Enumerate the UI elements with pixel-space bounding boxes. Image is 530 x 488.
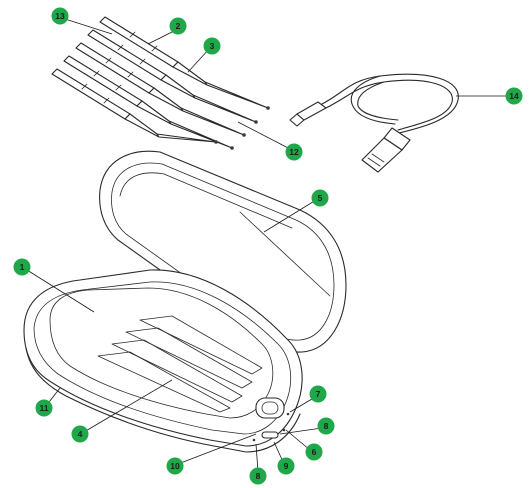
callout-9-label: 9 (284, 461, 289, 471)
callout-6-label: 6 (312, 447, 317, 457)
callout-4-label: 4 (78, 429, 83, 439)
callout-8b-label: 8 (256, 471, 261, 481)
callout-1-label: 1 (20, 262, 25, 272)
callout-14-label: 14 (509, 91, 519, 101)
callout-12-label: 12 (289, 147, 299, 157)
callout-5: 5 (312, 190, 329, 207)
callout-2-label: 2 (176, 21, 181, 31)
callout-1: 1 (14, 259, 31, 276)
callout-8b: 8 (250, 468, 267, 485)
callout-6: 6 (306, 444, 323, 461)
callout-2: 2 (170, 18, 187, 35)
callout-7-label: 7 (316, 389, 321, 399)
case-illustration (24, 151, 346, 452)
callout-12: 12 (286, 144, 303, 161)
callout-10-label: 10 (170, 461, 180, 471)
callout-5-label: 5 (318, 193, 323, 203)
callout-3-label: 3 (210, 41, 215, 51)
callout-13-label: 13 (55, 11, 65, 21)
callout-9: 9 (278, 458, 295, 475)
callout-11-label: 11 (40, 403, 49, 413)
callout-7: 7 (310, 386, 327, 403)
callout-8a-label: 8 (324, 421, 329, 431)
callout-3: 3 (204, 38, 221, 55)
callout-11: 11 (36, 400, 53, 417)
stylus-tips-illustration (52, 17, 270, 150)
callout-4: 4 (72, 426, 89, 443)
callout-10: 10 (167, 458, 184, 475)
callout-13: 13 (52, 8, 69, 25)
callout-8a: 8 (318, 418, 335, 435)
callout-14: 14 (506, 88, 523, 105)
usb-cable-illustration (290, 74, 458, 172)
